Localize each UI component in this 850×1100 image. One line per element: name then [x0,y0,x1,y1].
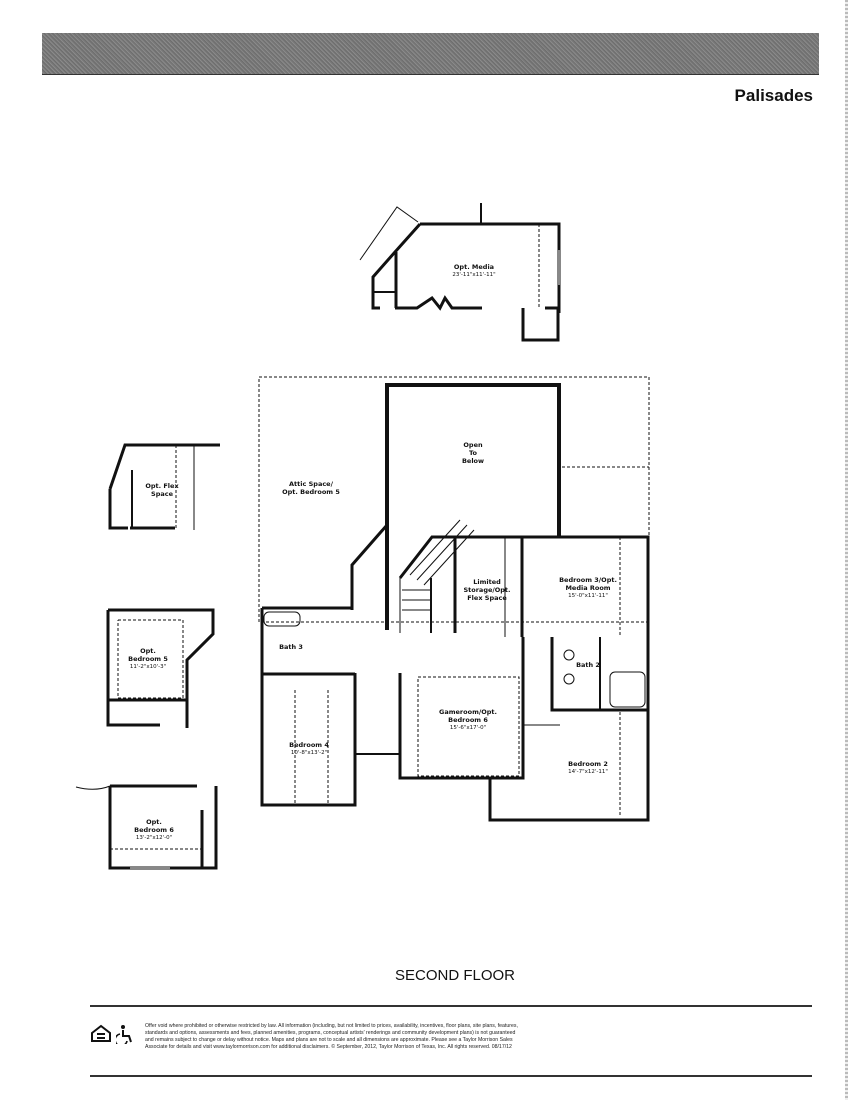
opt-media-plan [359,203,561,342]
room-open-to-below: Open To Below [461,441,485,465]
room-dims: 14'-7"x12'-11" [568,769,608,775]
opt-bedroom-5-plan [106,608,215,728]
room-limited-storage: Limited Storage/Opt. Flex Space [463,578,511,602]
footer-icons [90,1024,134,1044]
room-name: Opt. Bedroom 6 [134,818,174,834]
room-dims: 10'-8"x13'-2" [290,750,328,756]
room-name: Gameroom/Opt. Bedroom 6 [439,708,497,724]
room-dims: 11'-2"x10'-3" [129,664,167,670]
accessibility-icon [116,1025,132,1044]
room-name: Bedroom 2 [568,760,608,768]
room-bath-3: Bath 3 [279,643,303,651]
room-name: Bedroom 3/Opt. Media Room [559,576,617,592]
divider-bottom [90,1075,812,1077]
equal-housing-icon [91,1024,111,1042]
opt-flex-label: Opt. Flex Space [145,482,179,498]
main-floor-plan [258,376,650,822]
room-dims: 15'-0"x11'-11" [568,593,608,599]
room-bath-2: Bath 2 [576,661,600,669]
room-dims: 23'-11"x11'-11" [452,272,496,278]
room-dims: 13'-2"x12'-0" [135,835,173,841]
room-dims: 15'-6"x17'-0" [449,725,487,731]
room-name: Opt. Bedroom 5 [128,647,168,663]
plan-title: Palisades [734,86,813,105]
opt-bedroom-6-plan [75,784,218,870]
room-name: Opt. Media [453,263,495,271]
divider-top [90,1005,812,1007]
page-edge [845,0,848,1100]
floor-label: SECOND FLOOR [394,967,515,984]
disclaimer-text: Offer void where prohibited or otherwise… [145,1023,518,1050]
room-attic-space: Attic Space/ Opt. Bedroom 5 [282,480,340,496]
room-name: Bedroom 4 [289,741,329,749]
header-banner [42,33,819,75]
opt-flex-plan [108,443,220,530]
